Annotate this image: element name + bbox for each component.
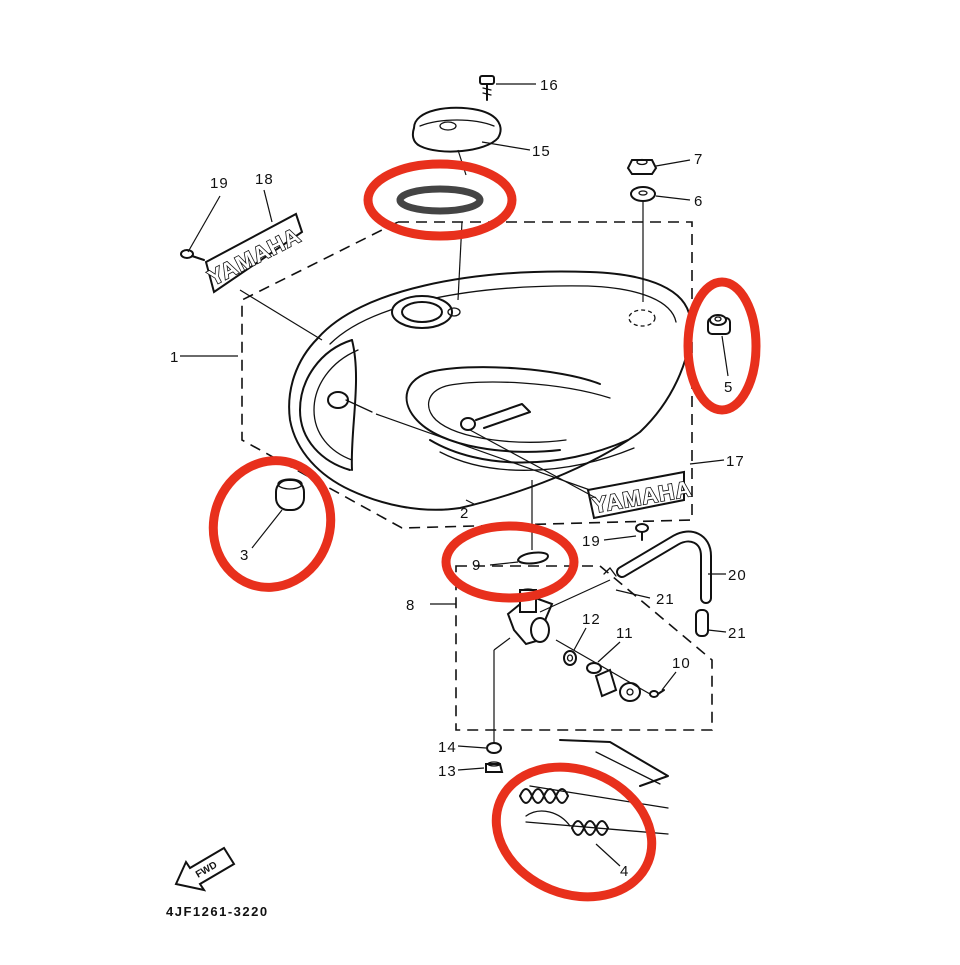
bolt-13 <box>485 761 504 773</box>
hose-piece-21 <box>695 609 709 637</box>
callout-19-top: 19 <box>210 175 229 192</box>
filler-gasket <box>396 185 484 215</box>
spring-4 <box>519 788 609 836</box>
plate-10 <box>619 682 665 702</box>
callout-17: 17 <box>726 453 745 470</box>
oring-12 <box>563 650 577 666</box>
callout-3: 3 <box>240 547 249 564</box>
callout-16: 16 <box>540 77 559 94</box>
fuel-hose-20 <box>616 530 712 604</box>
petcock-assembly-frame <box>455 565 713 731</box>
highlight-part-5 <box>683 277 761 415</box>
lever <box>594 668 618 698</box>
callout-1: 1 <box>170 349 179 366</box>
tank-assembly-frame <box>241 221 693 529</box>
callout-20: 20 <box>728 567 747 584</box>
highlight-part-3 <box>208 456 336 592</box>
callout-4: 4 <box>620 863 629 880</box>
nut-7 <box>626 158 658 175</box>
fuel-tank <box>288 270 692 511</box>
washer-6 <box>630 186 656 202</box>
callout-2: 2 <box>460 505 469 522</box>
tank-cap <box>411 106 502 153</box>
callout-21-lower: 21 <box>728 625 747 642</box>
emblem-right-17: YAMAHA <box>586 470 695 520</box>
emblem-left-18: YAMAHA <box>203 212 306 294</box>
highlight-part-4 <box>491 762 657 902</box>
callout-21-upper: 21 <box>656 591 675 608</box>
callout-6: 6 <box>694 193 703 210</box>
callout-7: 7 <box>694 151 703 168</box>
seal-9 <box>516 551 550 565</box>
callout-5: 5 <box>724 379 733 396</box>
callout-12: 12 <box>582 611 601 628</box>
gasket-11 <box>586 662 602 674</box>
callout-8: 8 <box>406 597 415 614</box>
callout-15: 15 <box>532 143 551 160</box>
callout-13: 13 <box>438 763 457 780</box>
part-code: 4JF1261-3220 <box>166 904 269 919</box>
screw-19-left <box>180 249 205 261</box>
screw-19-right <box>635 523 649 541</box>
callout-9: 9 <box>472 557 481 574</box>
highlight-gasket <box>363 159 517 241</box>
damper-5 <box>707 314 731 335</box>
callout-11: 11 <box>616 625 634 642</box>
hose-clip-21 <box>603 567 617 577</box>
callout-10: 10 <box>672 655 691 672</box>
cap-3 <box>275 478 305 511</box>
fwd-arrow-icon: FWD <box>174 846 236 892</box>
callout-18: 18 <box>255 171 274 188</box>
callout-14: 14 <box>438 739 457 756</box>
cap-bolt <box>479 75 495 101</box>
washer-14 <box>486 742 502 754</box>
callout-19-right: 19 <box>582 533 601 550</box>
highlight-part-9 <box>441 521 579 603</box>
